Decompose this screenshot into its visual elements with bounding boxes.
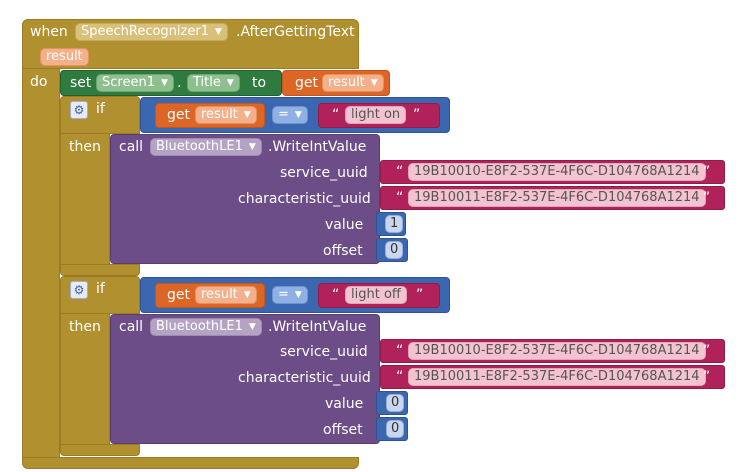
- compare-1-op-dropdown[interactable]: =▼: [272, 106, 308, 124]
- open-quote-icon: “: [396, 164, 404, 180]
- compare-1-var-label: result: [201, 107, 238, 122]
- compare-1-op-label: =: [278, 107, 289, 122]
- call-2-offset-label: offset: [323, 422, 363, 438]
- compare-2-var-dropdown[interactable]: result ▼: [195, 286, 257, 304]
- call-2-service-value: 19B10010-E8F2-537E-4F6C-D104768A1214: [414, 343, 700, 358]
- close-quote-icon: ”: [703, 369, 711, 385]
- call-2-offset-number: 0: [391, 421, 400, 436]
- call-1-component-label: BluetoothLE1: [156, 139, 243, 154]
- call-2-char-text-field[interactable]: 19B10011-E8F2-537E-4F6C-D104768A1214: [408, 368, 706, 386]
- if-block-2-bottom: [60, 444, 140, 456]
- if-block-1-left-bar: [60, 133, 110, 265]
- triangle-down-icon: ▼: [294, 290, 302, 300]
- compare-2-var-label: result: [201, 287, 238, 302]
- call-2-service-label: service_uuid: [280, 344, 368, 360]
- get-var-label: result: [328, 75, 365, 90]
- to-keyword: to: [252, 75, 267, 91]
- close-quote-icon: ”: [703, 164, 711, 180]
- triangle-down-icon: ▼: [370, 78, 378, 88]
- triangle-down-icon: ▼: [243, 290, 251, 300]
- open-quote-icon: “: [396, 369, 404, 385]
- call-keyword: call: [119, 319, 144, 335]
- gear-icon[interactable]: ⚙: [70, 281, 88, 299]
- open-quote-icon: “: [396, 190, 404, 206]
- event-param-label: result: [46, 49, 83, 64]
- call-1-service-label: service_uuid: [280, 165, 368, 181]
- triangle-down-icon: ▼: [160, 78, 168, 88]
- event-block-left-bar: [22, 68, 60, 458]
- compare-2-op-dropdown[interactable]: =▼: [272, 286, 308, 304]
- call-1-component-dropdown[interactable]: BluetoothLE1 ▼: [150, 138, 262, 156]
- if-keyword: if: [96, 281, 105, 297]
- set-property-dropdown[interactable]: Title ▼: [187, 74, 240, 92]
- call-2-char-value: 19B10011-E8F2-537E-4F6C-D104768A1214: [414, 369, 700, 384]
- close-quote-icon: ”: [703, 343, 711, 359]
- then-keyword: then: [69, 319, 101, 335]
- triangle-down-icon: ▼: [294, 110, 302, 120]
- if-keyword: if: [96, 101, 105, 117]
- call-2-value-field[interactable]: 0: [386, 394, 405, 412]
- call-2-method: .WriteIntValue: [268, 319, 367, 335]
- if-block-1-bottom: [60, 264, 140, 276]
- compare-1-text-field[interactable]: light on: [345, 106, 407, 124]
- set-component-label: Screen1: [102, 75, 155, 90]
- event-name: .AfterGettingText: [236, 24, 355, 40]
- open-quote-icon: “: [396, 343, 404, 359]
- event-component-dropdown[interactable]: SpeechRecognizer1 ▼: [75, 23, 228, 41]
- call-2-char-label: characteristic_uuid: [238, 370, 371, 386]
- call-1-method: .WriteIntValue: [268, 139, 367, 155]
- call-1-offset-number: 0: [390, 242, 399, 257]
- triangle-down-icon: ▼: [248, 322, 256, 332]
- triangle-down-icon: ▼: [214, 27, 222, 37]
- close-quote-icon: ”: [703, 190, 711, 206]
- compare-2-op-label: =: [278, 287, 289, 302]
- compare-1-text-value: light on: [351, 107, 401, 122]
- triangle-down-icon: ▼: [248, 142, 256, 152]
- when-keyword: when: [30, 24, 68, 40]
- set-dot: .: [177, 75, 182, 91]
- call-2-value-number: 0: [391, 395, 400, 410]
- event-block-bottom: [22, 457, 359, 469]
- call-1-char-text-field[interactable]: 19B10011-E8F2-537E-4F6C-D104768A1214: [408, 189, 706, 207]
- call-1-service-value: 19B10010-E8F2-537E-4F6C-D104768A1214: [414, 164, 700, 179]
- call-2-component-dropdown[interactable]: BluetoothLE1 ▼: [150, 318, 262, 336]
- call-2-component-label: BluetoothLE1: [156, 319, 243, 334]
- open-quote-icon: “: [332, 107, 340, 123]
- call-keyword: call: [119, 139, 144, 155]
- event-component-label: SpeechRecognizer1: [81, 24, 209, 39]
- open-quote-icon: “: [332, 287, 340, 303]
- call-1-char-label: characteristic_uuid: [238, 191, 371, 207]
- compare-2-text-value: light off: [351, 287, 401, 302]
- gear-icon[interactable]: ⚙: [70, 101, 88, 119]
- get-var-dropdown[interactable]: result ▼: [322, 74, 384, 92]
- call-2-service-text-field[interactable]: 19B10010-E8F2-537E-4F6C-D104768A1214: [408, 342, 706, 360]
- set-keyword: set: [70, 75, 92, 91]
- triangle-down-icon: ▼: [226, 78, 234, 88]
- call-1-value-label: value: [325, 217, 364, 233]
- do-keyword: do: [30, 74, 48, 90]
- call-1-offset-label: offset: [323, 243, 363, 259]
- get-keyword: get: [295, 75, 318, 91]
- compare-2-text-field[interactable]: light off: [345, 286, 407, 304]
- close-quote-icon: ”: [413, 107, 421, 123]
- call-2-offset-field[interactable]: 0: [386, 420, 405, 438]
- then-keyword: then: [69, 139, 101, 155]
- call-1-char-value: 19B10011-E8F2-537E-4F6C-D104768A1214: [414, 190, 700, 205]
- event-param-result[interactable]: result: [40, 48, 89, 66]
- triangle-down-icon: ▼: [243, 110, 251, 120]
- close-quote-icon: ”: [416, 287, 424, 303]
- call-1-offset-field[interactable]: 0: [385, 241, 404, 259]
- compare-1-var-dropdown[interactable]: result ▼: [195, 106, 257, 124]
- call-1-service-text-field[interactable]: 19B10010-E8F2-537E-4F6C-D104768A1214: [408, 163, 706, 181]
- call-1-value-number: 1: [390, 216, 399, 231]
- call-2-value-label: value: [325, 396, 364, 412]
- set-component-dropdown[interactable]: Screen1 ▼: [96, 74, 174, 92]
- if-block-2-left-bar: [60, 313, 110, 445]
- call-1-value-field[interactable]: 1: [385, 215, 404, 233]
- compare-1-get-keyword: get: [167, 107, 190, 123]
- compare-2-get-keyword: get: [167, 287, 190, 303]
- set-property-label: Title: [193, 75, 221, 90]
